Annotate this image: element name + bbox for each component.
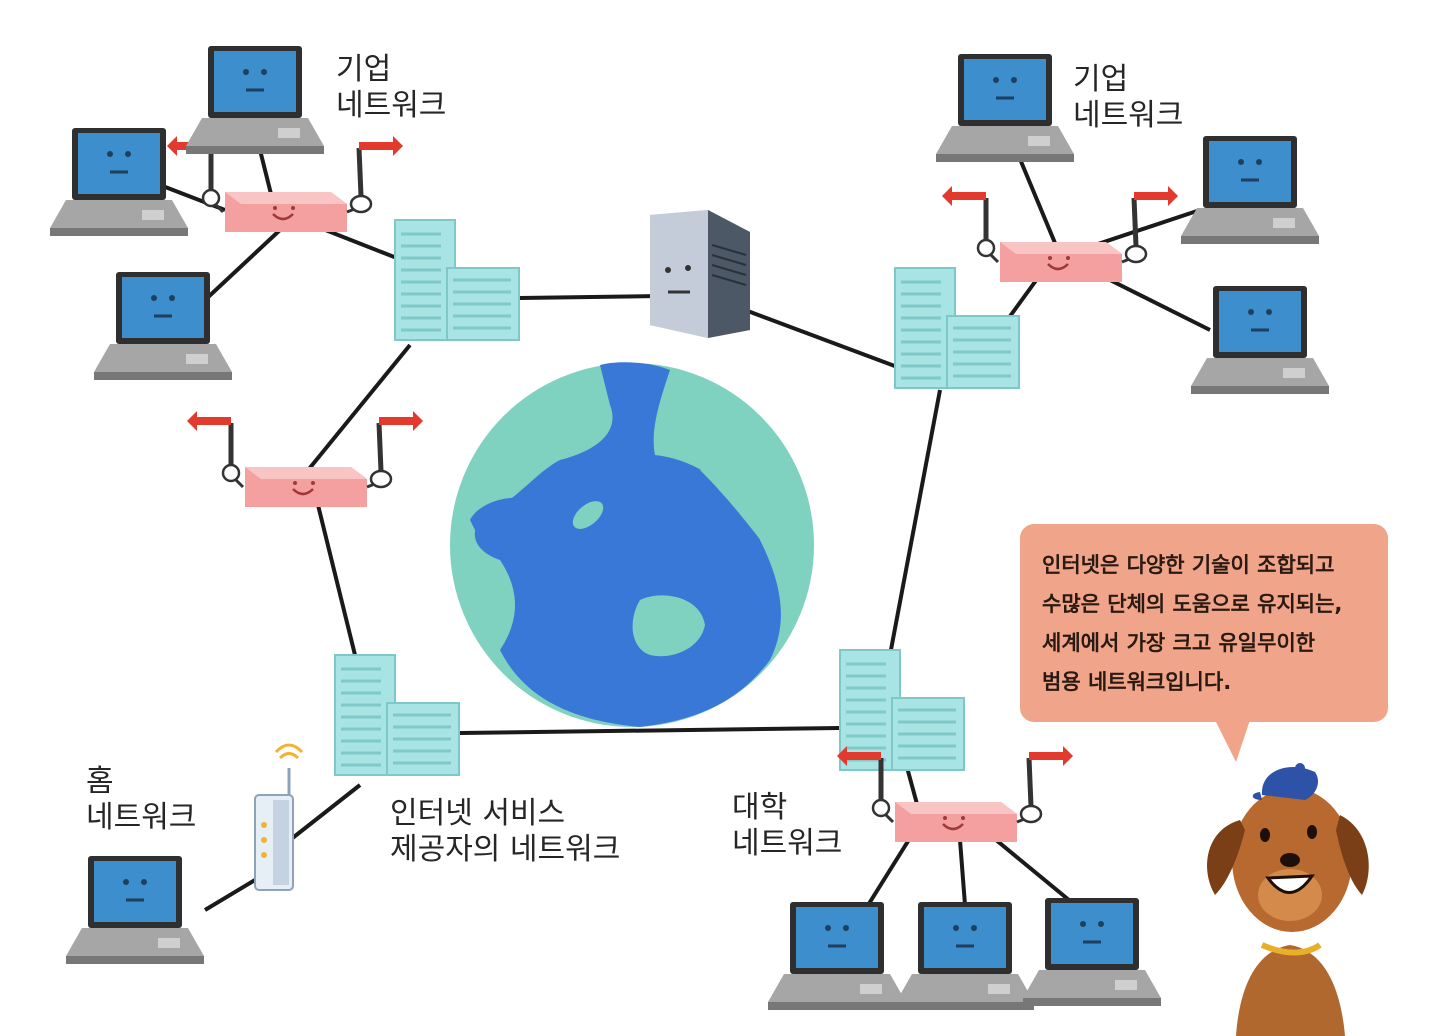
server-icon — [650, 210, 750, 338]
label-home-network: 홈 네트워크 — [86, 764, 196, 836]
speech-bubble-tail — [1215, 720, 1250, 762]
laptop-icon — [92, 270, 234, 382]
label-line: 기업 — [336, 52, 392, 87]
laptop-icon — [1189, 284, 1331, 396]
label-line: 기업 — [1073, 62, 1129, 97]
speech-bubble-text: 인터넷은 다양한 기술이 조합되고 수많은 단체의 도움으로 유지되는, 세계에… — [1042, 546, 1382, 702]
connection-lines — [159, 129, 1211, 912]
laptop-icon — [1021, 896, 1163, 1008]
router-icon-isp — [187, 411, 423, 507]
laptop-icon — [184, 44, 326, 156]
laptop-icon — [64, 854, 206, 966]
label-line: 대학 — [732, 790, 788, 825]
laptop-icon — [1179, 134, 1321, 246]
label-university-network: 대학 네트워크 — [732, 790, 842, 862]
speech-line: 수많은 단체의 도움으로 유지되는, — [1042, 592, 1343, 616]
speech-line: 세계에서 가장 크고 유일무이한 — [1042, 631, 1316, 655]
router-icon-corporate-right — [942, 186, 1178, 282]
globe-icon — [450, 362, 814, 727]
laptop-icon — [48, 126, 190, 238]
label-line: 네트워크 — [336, 88, 447, 123]
label-line: 홈 — [86, 764, 114, 799]
building-icon-isp — [333, 653, 461, 777]
label-corporate-network-right: 기업 네트워크 — [1073, 62, 1183, 134]
label-line: 네트워크 — [1073, 98, 1184, 133]
building-icon-corporate-left — [393, 218, 521, 342]
label-line: 네트워크 — [86, 800, 197, 835]
building-icon-corporate-right — [893, 266, 1021, 390]
label-line: 제공자의 네트워크 — [390, 832, 621, 867]
label-isp-network: 인터넷 서비스 제공자의 네트워크 — [390, 796, 620, 868]
wifi-router-icon — [254, 743, 304, 891]
laptop-icon — [934, 52, 1076, 164]
speech-line: 인터넷은 다양한 기술이 조합되고 — [1042, 553, 1335, 577]
laptop-icon — [894, 900, 1036, 1012]
speech-line: 범용 네트워크입니다. — [1042, 670, 1232, 694]
dog-character-icon — [1207, 763, 1369, 1036]
laptop-icon — [766, 900, 908, 1012]
label-line: 인터넷 서비스 — [390, 796, 566, 831]
label-line: 네트워크 — [732, 826, 843, 861]
label-corporate-network-left: 기업 네트워크 — [336, 52, 446, 124]
speech-bubble: 인터넷은 다양한 기술이 조합되고 수많은 단체의 도움으로 유지되는, 세계에… — [1020, 524, 1388, 722]
